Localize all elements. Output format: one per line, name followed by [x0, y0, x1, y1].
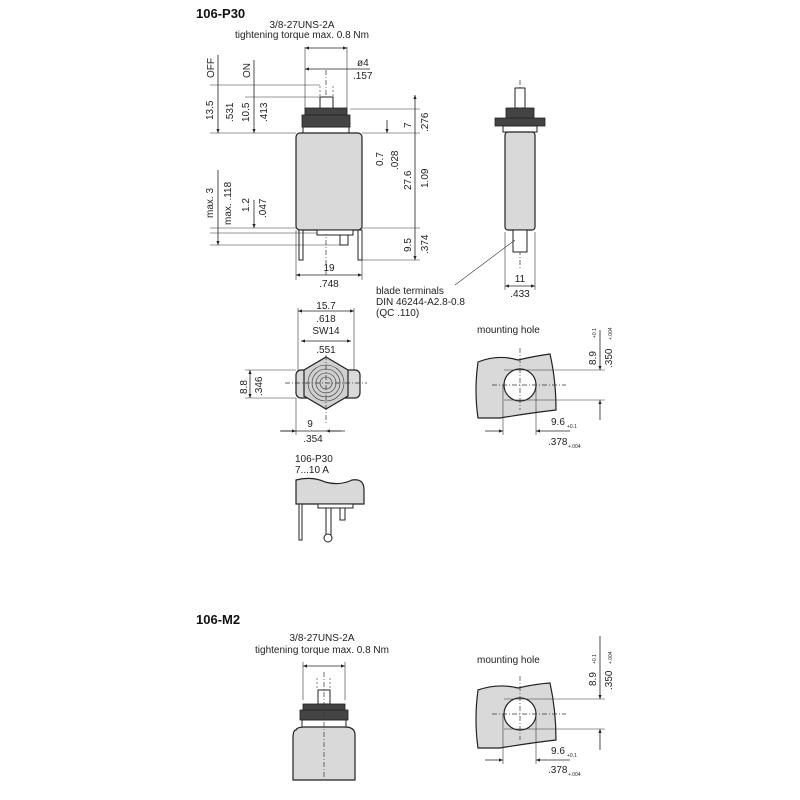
- dim-off-mm: 13.5: [205, 100, 216, 120]
- dim-dia-mm: ø4: [357, 58, 369, 69]
- p30-side-view: 11 .433 blade terminals DIN 46244-A2.8-0…: [376, 80, 546, 319]
- dim-term-mm: 9.5: [403, 238, 414, 252]
- hole1-h-in: .350: [604, 348, 615, 368]
- blade-label-1: blade terminals: [376, 286, 444, 297]
- dim-9-mm: 9: [307, 419, 313, 430]
- hole1-h-in-tol: +.004: [608, 327, 614, 340]
- dim-sw-in: .551: [316, 345, 336, 356]
- dim-side-mm: 11: [515, 274, 526, 285]
- dim-max-mm: max. 3: [205, 188, 216, 218]
- dim-side-in: .433: [510, 289, 530, 300]
- dim-sw-mm: SW14: [312, 326, 340, 337]
- dim-term-in: .374: [420, 234, 431, 254]
- variant-current: 7...10 A: [295, 465, 329, 476]
- hole2-h-in-tol: +.004: [608, 651, 614, 664]
- dim-on-in: .413: [259, 102, 270, 122]
- hole1-label: mounting hole: [477, 325, 540, 336]
- dim-88-mm: 8.8: [239, 380, 250, 394]
- hole2-w-in: .378: [548, 765, 568, 776]
- p30-thread: 3/8-27UNS-2A: [269, 20, 334, 31]
- dim-nut-in: .276: [420, 112, 431, 132]
- dim-width-mm: 19: [323, 263, 335, 274]
- blade-label-3: (QC .110): [376, 308, 419, 319]
- p30-hex-view: 15.7 .618 SW14 .551 8.8 .346 9 .354: [239, 301, 367, 445]
- blade-label-2: DIN 46244-A2.8-0.8: [376, 297, 465, 308]
- dim-body-mm: 27.6: [403, 170, 414, 190]
- p30-title: 106-P30: [196, 6, 245, 21]
- off-label: OFF: [206, 58, 217, 78]
- hole2-h-in: .350: [604, 670, 615, 690]
- dim-88-in: .346: [254, 376, 265, 396]
- hole1-w-mm-tol: +0.1: [567, 424, 577, 430]
- on-label: ON: [242, 63, 253, 78]
- dim-max-in: max. .118: [223, 181, 234, 225]
- dim-gap-mm: 0.7: [375, 152, 386, 166]
- mounting-hole-1: mounting hole 8.9 +0.1 .350 +.004 9.6 +0…: [475, 325, 615, 450]
- p30-torque: tightening torque max. 0.8 Nm: [235, 30, 369, 41]
- dim-flange-mm: 15.7: [316, 301, 336, 312]
- hole2-w-mm: 9.6: [551, 746, 565, 757]
- hole1-w-mm: 9.6: [551, 417, 565, 428]
- p30-front-view: 106-P30 3/8-27UNS-2A tightening torque m…: [196, 6, 431, 290]
- hole1-h-mm-tol: +0.1: [592, 328, 598, 338]
- dim-12-in: .047: [258, 198, 269, 218]
- dim-body-in: 1.09: [420, 168, 431, 188]
- dim-nut-mm: 7: [403, 122, 414, 128]
- p30-variant-view: 106-P30 7...10 A: [295, 454, 365, 543]
- hole1-h-mm: 8.9: [588, 351, 599, 365]
- dim-dia-in: .157: [353, 71, 373, 82]
- mounting-hole-2: mounting hole 8.9 +0.1 .350 +.004 9.6 +0…: [475, 636, 615, 778]
- dim-flange-in: .618: [316, 314, 336, 325]
- variant-label: 106-P30: [295, 454, 333, 465]
- hole1-w-in: .378: [548, 437, 568, 448]
- hole2-w-mm-tol: +0.1: [567, 753, 577, 759]
- dim-gap-in: .028: [390, 150, 401, 170]
- m2-front-view: 106-M2 3/8-27UNS-2A tightening torque ma…: [196, 612, 389, 781]
- hole2-h-mm: 8.9: [588, 672, 599, 686]
- dim-12-mm: 1.2: [241, 198, 252, 212]
- m2-torque: tightening torque max. 0.8 Nm: [255, 645, 389, 656]
- dim-on-mm: 10.5: [241, 102, 252, 122]
- dim-9-in: .354: [303, 434, 323, 445]
- hole2-label: mounting hole: [477, 655, 540, 666]
- dim-width-in: .748: [319, 279, 339, 290]
- hole2-w-in-tol: +.004: [568, 772, 581, 778]
- m2-thread: 3/8-27UNS-2A: [289, 633, 354, 644]
- hole1-w-in-tol: +.004: [568, 444, 581, 450]
- hole2-h-mm-tol: +0.1: [592, 654, 598, 664]
- m2-title: 106-M2: [196, 612, 240, 627]
- dim-off-in: .531: [225, 102, 236, 122]
